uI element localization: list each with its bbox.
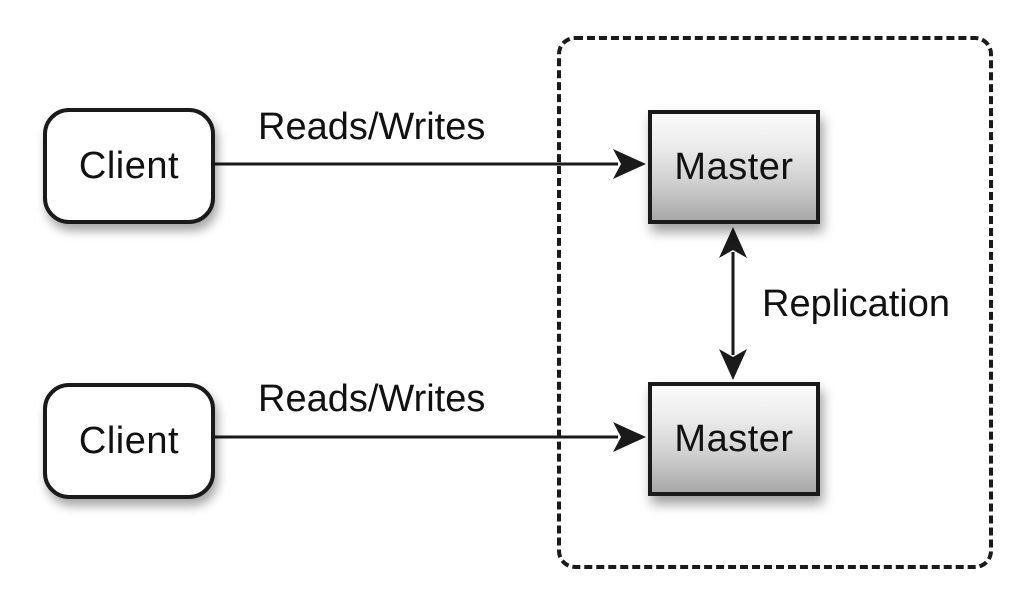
node-client-top: Client <box>43 108 215 224</box>
edge-label-reads-writes-bottom: Reads/Writes <box>258 378 486 420</box>
node-master-bottom: Master <box>648 382 820 496</box>
node-master-top: Master <box>648 110 820 224</box>
node-master-top-label: Master <box>674 145 794 188</box>
reads-writes-bottom-arrow <box>211 422 646 452</box>
node-client-bottom: Client <box>43 383 215 499</box>
node-client-bottom-label: Client <box>78 419 180 462</box>
reads-writes-top-arrow <box>211 149 646 179</box>
edge-label-replication: Replication <box>762 283 950 325</box>
node-master-bottom-label: Master <box>674 417 794 460</box>
edge-label-reads-writes-top: Reads/Writes <box>258 106 486 148</box>
replication-arrow <box>719 227 747 380</box>
replication-boundary <box>557 36 993 569</box>
node-client-top-label: Client <box>78 144 180 187</box>
